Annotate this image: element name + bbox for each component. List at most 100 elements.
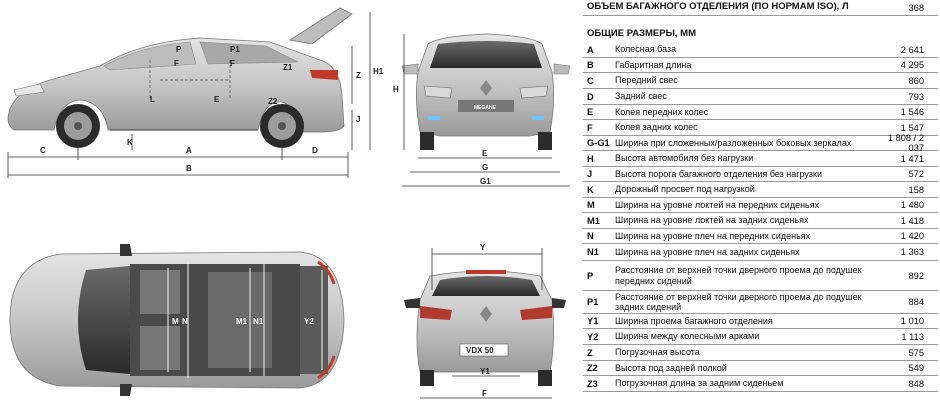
rear-view: VDX 50 YY1 F: [404, 243, 566, 399]
dims-code: K: [587, 184, 594, 195]
svg-text:Z2: Z2: [268, 97, 278, 106]
svg-text:VDX 50: VDX 50: [466, 346, 494, 355]
dims-code: Z: [587, 347, 593, 358]
dims-desc: Расстояние от верхней точки дверного про…: [615, 291, 862, 312]
dims-code: B: [587, 60, 594, 70]
dims-code: C: [587, 75, 594, 86]
dims-value: 4 295: [900, 60, 924, 70]
svg-text:D: D: [312, 146, 318, 155]
dims-row: N Ширина на уровне плеч на передних сиден…: [583, 229, 938, 244]
trunk-volume-label: ОБЪЕМ БАГАЖНОГО ОТДЕЛЕНИЯ (ПО НОРМАМ ISO…: [587, 1, 849, 13]
dims-desc: Ширина между колесными арками: [615, 331, 760, 342]
dims-value: 1 113: [901, 331, 924, 342]
svg-text:Y1: Y1: [480, 367, 490, 376]
dims-value: 575: [908, 347, 924, 358]
dims-code: P: [587, 270, 594, 281]
svg-text:F: F: [482, 389, 487, 398]
dims-desc: Колея задних колес: [615, 122, 698, 133]
dims-value: 860: [908, 75, 924, 86]
svg-text:F: F: [174, 59, 179, 68]
svg-text:J: J: [356, 115, 360, 124]
dims-value: 572: [908, 169, 924, 179]
dims-code: Y1: [587, 316, 599, 326]
svg-text:B: B: [186, 164, 192, 173]
dims-desc: Погрузочная длина за задним сиденьем: [615, 378, 784, 389]
dims-code: N: [587, 231, 594, 241]
dims-row: Y1 Ширина проема багажного отделения 1 010: [583, 314, 938, 329]
dims-row: Y2 Ширина между колесными арками 1 113: [583, 329, 938, 345]
svg-text:N: N: [182, 317, 188, 326]
dims-row: G-G1 Ширина при сложенных/разложенных бок…: [583, 133, 938, 153]
dims-code: N1: [587, 247, 599, 257]
svg-text:P: P: [176, 45, 182, 54]
svg-text:Z: Z: [356, 71, 361, 80]
svg-text:G1: G1: [480, 177, 491, 186]
dims-desc: Ширина проема багажного отделения: [615, 315, 773, 326]
top-view: M N M1 N1 Y2: [9, 244, 345, 396]
svg-text:P1: P1: [230, 45, 240, 54]
dims-desc: Передний свес: [615, 75, 678, 86]
dims-code: P1: [587, 297, 599, 307]
dims-desc: Колесная база: [615, 44, 677, 55]
dims-code: E: [587, 107, 594, 117]
svg-text:M1: M1: [236, 317, 248, 326]
dims-row: M Ширина на уровне локтей на передних сид…: [583, 198, 938, 213]
svg-text:N1: N1: [253, 317, 264, 326]
dims-desc: Ширина на уровне локтей на передних сиде…: [615, 199, 820, 210]
dims-desc: Ширина на уровне локтей на задних сидень…: [615, 215, 809, 226]
dims-value: 2 641: [900, 44, 924, 55]
dims-desc: Ширина на уровне плеч на задних сиденьях: [615, 246, 800, 257]
dims-code: M: [587, 200, 595, 210]
dims-code: M1: [587, 215, 600, 226]
svg-text:H: H: [393, 85, 399, 94]
dims-row: P1 Расстояние от верхней точки дверного п…: [583, 291, 938, 314]
dims-value: 1 420: [900, 231, 924, 241]
dims-desc: Габаритная длина: [615, 59, 692, 70]
front-view: MEGANE H EG G1: [393, 33, 571, 187]
dims-value: 884: [908, 297, 924, 307]
svg-text:K: K: [127, 138, 133, 147]
dims-value: 1 010: [900, 316, 924, 326]
dims-desc: Ширина на уровне плеч на передних сидень…: [615, 230, 811, 241]
dims-value: 549: [908, 363, 924, 373]
svg-text:Y2: Y2: [304, 317, 314, 326]
trunk-volume-value: 368: [908, 2, 924, 13]
svg-text:H1: H1: [373, 67, 384, 76]
dims-desc: Высота порога багажного отделения без на…: [615, 168, 822, 179]
dims-value: 1 363: [900, 247, 924, 257]
dims-value: 1 808 / 2 037: [887, 133, 924, 153]
dims-row: P Расстояние от верхней точки дверного пр…: [583, 261, 938, 291]
dims-code: Y2: [587, 331, 599, 342]
dims-value: 1 480: [900, 200, 924, 210]
svg-text:A: A: [186, 146, 192, 155]
dims-value: 1 547: [900, 122, 924, 133]
spec-table: ОБЪЕМ БАГАЖНОГО ОТДЕЛЕНИЯ (ПО НОРМАМ ISO…: [583, 0, 938, 407]
dims-value: 848: [908, 378, 924, 389]
dims-title: ОБЩИЕ РАЗМЕРЫ, ММ: [587, 28, 697, 39]
dims-desc: Задний свес: [615, 91, 667, 102]
svg-text:G: G: [482, 163, 488, 172]
dims-desc: Колея передних колес: [615, 106, 709, 117]
dims-code: J: [587, 169, 593, 179]
dims-row: C Передний свес 860: [583, 73, 938, 89]
svg-text:F: F: [230, 59, 235, 68]
dims-row: N1 Ширина на уровне плеч на задних сидень…: [583, 244, 938, 261]
dims-code: G-G1: [587, 138, 610, 148]
dims-desc: Высота под задней полкой: [615, 362, 727, 373]
dims-desc: Ширина при сложенных/разложенных боковых…: [615, 137, 852, 148]
dims-row: B Габаритная длина 4 295: [583, 58, 938, 73]
dims-desc: Расстояние от верхней точки дверного про…: [615, 265, 862, 286]
svg-text:M: M: [172, 317, 179, 326]
dims-code: D: [587, 91, 594, 102]
svg-text:C: C: [40, 146, 46, 155]
